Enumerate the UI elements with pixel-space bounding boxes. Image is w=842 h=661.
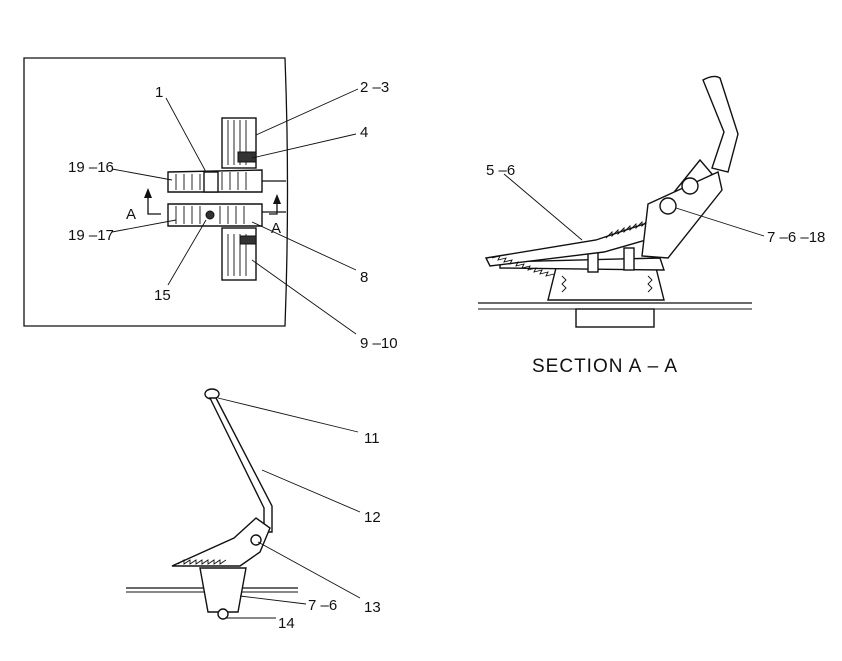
pedal-19-16 bbox=[167, 169, 286, 193]
section-caption: SECTION A – A bbox=[532, 356, 678, 377]
section-letter-left: A bbox=[126, 206, 136, 223]
callout-1: 1 bbox=[155, 84, 163, 101]
callout-15: 15 bbox=[154, 287, 171, 304]
callout-19-16: 19 –16 bbox=[68, 159, 114, 176]
section-view bbox=[478, 75, 765, 328]
callout-14: 14 bbox=[278, 615, 295, 632]
lower-pedal bbox=[221, 227, 257, 281]
pedal-19-17 bbox=[167, 203, 286, 227]
callout-9-10: 9 –10 bbox=[360, 335, 398, 352]
leader-9-10 bbox=[251, 259, 357, 335]
top-view bbox=[23, 57, 359, 335]
callout-2-3: 2 –3 bbox=[360, 79, 389, 96]
section-letter-right: A bbox=[271, 220, 281, 237]
section-marker-left bbox=[144, 188, 161, 215]
callout-8: 8 bbox=[360, 269, 368, 286]
leader-15 bbox=[167, 219, 207, 286]
side-view bbox=[126, 388, 361, 620]
callout-7-6: 7 –6 bbox=[308, 597, 337, 614]
upper-pedal bbox=[221, 117, 257, 169]
callout-12: 12 bbox=[364, 509, 381, 526]
leader-1 bbox=[165, 97, 207, 173]
callout-13: 13 bbox=[364, 599, 381, 616]
leader-19-16 bbox=[111, 168, 173, 181]
leader-4 bbox=[251, 133, 357, 159]
callout-19-17: 19 –17 bbox=[68, 227, 114, 244]
floor-panel bbox=[23, 57, 289, 327]
callout-4: 4 bbox=[360, 124, 368, 141]
callout-11: 11 bbox=[364, 430, 380, 447]
section-marker-right bbox=[269, 194, 281, 215]
callout-7-6-18: 7 –6 –18 bbox=[767, 229, 825, 246]
leader-19-17 bbox=[111, 219, 177, 233]
callout-5-6: 5 –6 bbox=[486, 162, 515, 179]
leader-8 bbox=[251, 221, 357, 271]
leader-2-3 bbox=[255, 88, 359, 136]
